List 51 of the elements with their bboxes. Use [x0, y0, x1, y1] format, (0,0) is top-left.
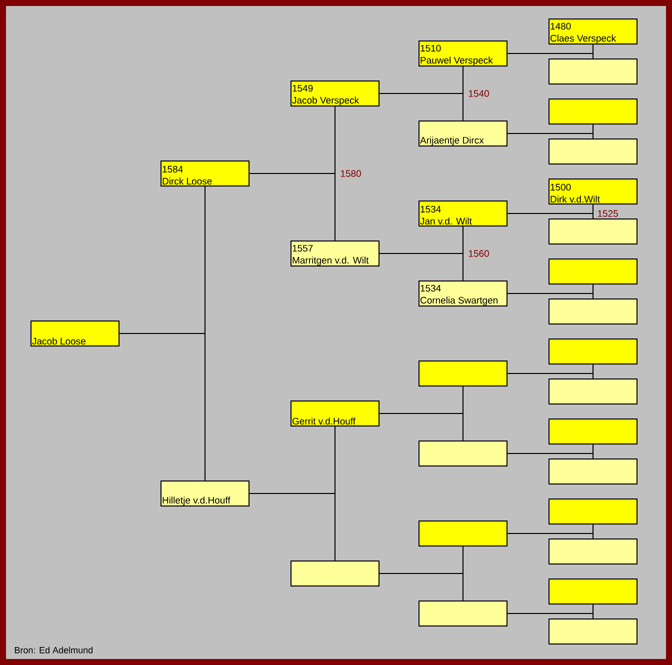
empty-box — [418, 360, 508, 386]
person-box: 1510 Pauwel Verspeck — [418, 40, 508, 66]
empty-box — [548, 458, 638, 484]
connector-line — [506, 293, 594, 300]
connector-line — [118, 333, 206, 482]
person-box: 1480 Claes Verspeck — [548, 18, 638, 44]
person-box: Arijaentje Dircx — [418, 120, 508, 146]
person-box: 1534 Cornelia Swartgen — [418, 280, 508, 306]
person-box: 1534 Jan v.d. Wilt — [418, 200, 508, 226]
person-box: 1584 Dirck Loose — [160, 160, 250, 186]
connector-line — [506, 53, 594, 60]
empty-box — [418, 520, 508, 546]
source-note: Bron: Ed Adelmund — [14, 646, 92, 654]
person-box: Jacob Loose — [30, 320, 120, 346]
person-box: 1500 Dirk v.d.Wilt — [548, 178, 638, 204]
year-label: 1540 — [467, 89, 490, 98]
person-box: Hilletje v.d.Houff — [160, 480, 250, 506]
empty-box — [548, 618, 638, 644]
person-box: Gerrit v.d.Houff — [290, 400, 380, 426]
connector-line — [506, 213, 594, 220]
person-box: 1549 Jacob Verspeck — [290, 80, 380, 106]
empty-box — [548, 58, 638, 84]
empty-box — [548, 378, 638, 404]
empty-box — [548, 578, 638, 604]
empty-box — [548, 298, 638, 324]
connector-line — [506, 533, 594, 540]
empty-box — [548, 418, 638, 444]
connector-line — [248, 173, 336, 242]
year-label: 1525 — [596, 209, 620, 218]
empty-box — [418, 600, 508, 626]
empty-box — [290, 560, 380, 586]
connector-line — [378, 573, 464, 602]
connector-line — [378, 253, 464, 282]
empty-box — [548, 338, 638, 364]
empty-box — [548, 218, 638, 244]
connector-line — [378, 93, 464, 122]
year-label: 1580 — [339, 169, 362, 178]
connector-line — [506, 453, 594, 460]
connector-line — [506, 613, 594, 620]
connector-line — [378, 413, 464, 442]
empty-box — [418, 440, 508, 466]
connector-line — [506, 373, 594, 380]
empty-box — [548, 258, 638, 284]
connector-line — [248, 493, 336, 562]
empty-box — [548, 538, 638, 564]
empty-box — [548, 498, 638, 524]
person-box: 1557 Marritgen v.d. Wilt — [290, 240, 380, 266]
year-label: 1560 — [467, 249, 490, 258]
empty-box — [548, 98, 638, 124]
empty-box — [548, 138, 638, 164]
connector-line — [506, 133, 594, 140]
